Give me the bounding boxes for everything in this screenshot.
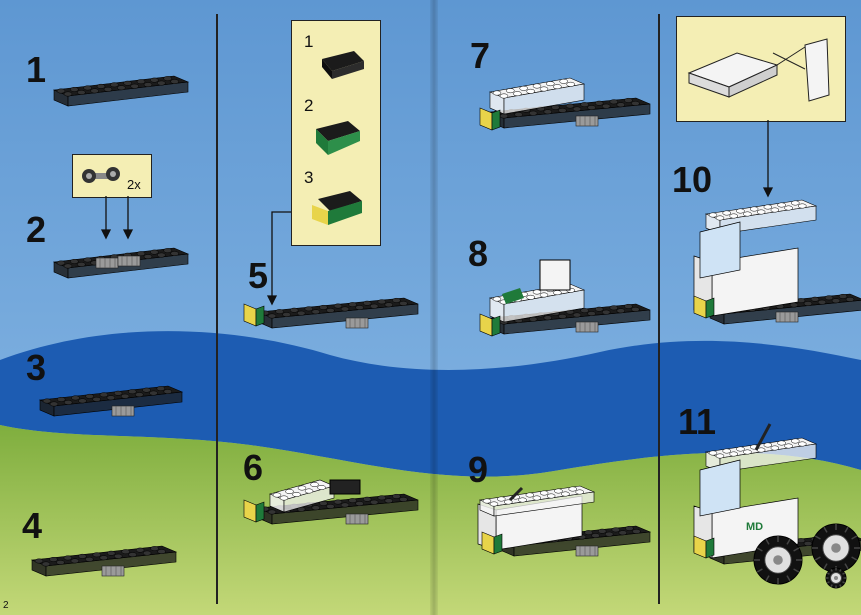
page-number: 2 bbox=[3, 600, 9, 611]
step3-chassis bbox=[40, 386, 182, 416]
step1-chassis bbox=[54, 76, 188, 106]
step11-truck: MD bbox=[694, 424, 861, 588]
truck-logo-text: MD bbox=[746, 521, 763, 533]
step4-chassis bbox=[32, 546, 176, 576]
step9-truck bbox=[478, 486, 650, 556]
step7-truck bbox=[480, 78, 650, 130]
step10-truck bbox=[694, 200, 861, 324]
step6-chassis bbox=[244, 480, 418, 524]
step5-chassis bbox=[244, 298, 418, 328]
step8-truck bbox=[480, 260, 650, 336]
step2-chassis bbox=[54, 248, 188, 278]
